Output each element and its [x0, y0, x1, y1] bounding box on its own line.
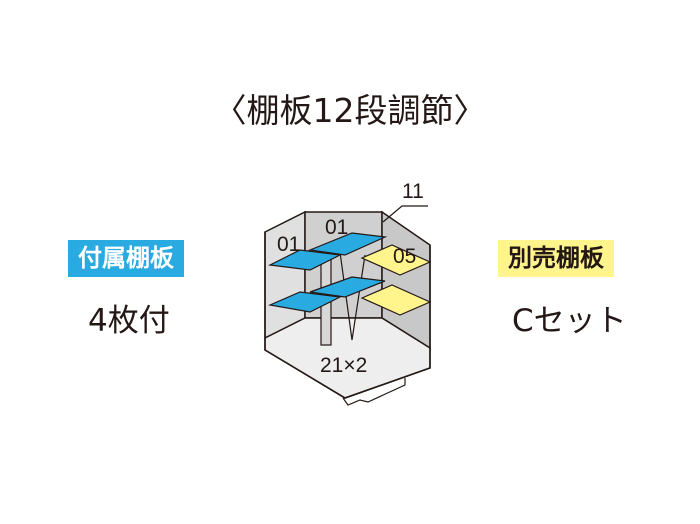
label-shelf-middle: 01	[325, 216, 348, 239]
included-shelf-badge: 付属棚板	[68, 240, 184, 277]
included-shelf-upper-left	[267, 249, 343, 271]
included-shelf-upper-middle	[307, 232, 388, 256]
included-shelf-lower-left	[267, 291, 343, 313]
label-bottom-callout: 21×2	[320, 354, 367, 377]
optional-shelf-lower	[360, 284, 432, 316]
optional-shelf-badge: 別売棚板	[498, 240, 614, 277]
brace-right	[351, 254, 366, 341]
optional-shelf-set: Cセット	[512, 303, 627, 339]
back-wall-left	[264, 210, 306, 340]
label-shelf-right: 05	[393, 245, 416, 268]
label-shelf-left: 01	[277, 233, 300, 256]
door-track	[342, 378, 406, 406]
top-callout-leader	[382, 205, 428, 223]
label-top-callout: 11	[402, 180, 424, 203]
optional-shelf-upper	[360, 244, 432, 276]
included-shelf-lower-middle	[309, 276, 386, 298]
page-title: 〈棚板12段調節〉	[213, 91, 487, 130]
included-shelf-count: 4枚付	[88, 303, 170, 339]
frame-outline	[264, 232, 431, 399]
